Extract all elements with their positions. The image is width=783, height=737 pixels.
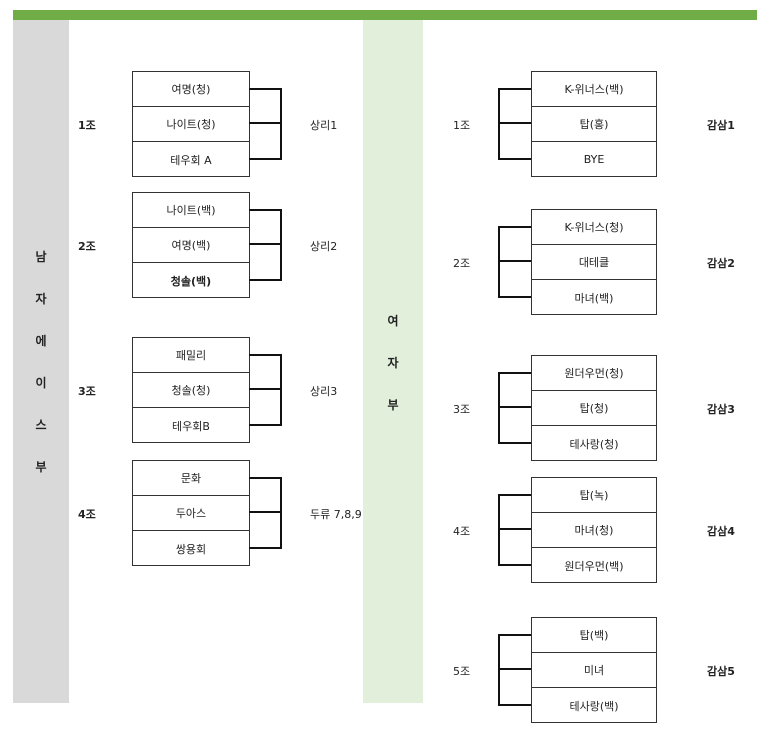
team-list: 탑(녹)마녀(청) 원더우먼(백) xyxy=(531,477,657,583)
group-label: 1조 xyxy=(78,119,96,132)
team-cell: 테우회B xyxy=(172,419,210,433)
team-cell: 원더우먼(백) xyxy=(564,559,624,573)
team-cell: K-위너스(백) xyxy=(532,72,656,107)
team-cell: 나이트(청) xyxy=(133,107,249,142)
team-cell: 쌍용회 xyxy=(175,542,207,556)
group-label: 2조 xyxy=(78,240,96,253)
division-label-char: 자 xyxy=(35,292,47,306)
team-cell: 탑(홍) xyxy=(532,107,656,142)
bracket-line xyxy=(249,209,282,281)
bracket-stub xyxy=(498,122,531,124)
bracket-stub xyxy=(498,668,531,670)
team-cell: 원더우먼(청) xyxy=(532,356,656,391)
women-group: 4조 탑(녹)마녀(청) 원더우먼(백) 감삼4 xyxy=(0,477,783,583)
team-cell: 테우회 A xyxy=(170,153,212,167)
result-label: 두류 7,8,9 xyxy=(310,508,362,521)
result-label: 상리3 xyxy=(310,385,338,398)
team-cell: 탑(청) xyxy=(532,391,656,426)
men-group: 2조 나이트(백)여명(백) 청솔(백) 상리2 xyxy=(0,192,400,298)
team-list: 나이트(백)여명(백) 청솔(백) xyxy=(132,192,250,298)
division-label-char: 부 xyxy=(387,398,399,412)
division-label-char: 부 xyxy=(35,460,47,474)
team-cell: 두아스 xyxy=(133,496,249,531)
bracket-line xyxy=(498,226,531,298)
team-list: 여명(청)나이트(청) 테우회 A xyxy=(132,71,250,177)
header-bar xyxy=(13,10,757,20)
bracket-stub xyxy=(498,260,531,262)
team-list: 원더우먼(청)탑(청) 테사랑(청) xyxy=(531,355,657,461)
team-cell: 미녀 xyxy=(532,653,656,688)
group-label: 4조 xyxy=(78,508,96,521)
group-label: 1조 xyxy=(453,119,471,132)
bracket-stub xyxy=(498,406,531,408)
bracket-line xyxy=(498,634,531,706)
team-cell: 나이트(백) xyxy=(133,193,249,228)
division-label-char: 이 xyxy=(35,376,47,390)
team-list: K-위너스(백)탑(홍) BYE xyxy=(531,71,657,177)
team-cell: 패밀리 xyxy=(133,338,249,373)
result-label: 감삼2 xyxy=(707,257,735,270)
team-cell: 마녀(청) xyxy=(532,513,656,548)
result-label: 상리1 xyxy=(310,119,338,132)
bracket-stub xyxy=(249,388,282,390)
bracket-stub xyxy=(249,122,282,124)
group-label: 4조 xyxy=(453,525,471,538)
division-label-char: 자 xyxy=(387,356,399,370)
team-cell: 테사랑(백) xyxy=(569,699,619,713)
men-group: 1조 여명(청)나이트(청) 테우회 A 상리1 xyxy=(0,71,400,177)
team-cell: 여명(백) xyxy=(133,228,249,263)
group-label: 2조 xyxy=(453,257,471,270)
team-cell: 테사랑(청) xyxy=(569,437,619,451)
result-label: 감삼5 xyxy=(707,665,735,678)
bracket-line xyxy=(249,354,282,426)
division-label-char: 남 xyxy=(35,250,47,264)
team-cell: 청솔(청) xyxy=(133,373,249,408)
bracket-stub xyxy=(249,511,282,513)
bracket-line xyxy=(498,88,531,160)
group-label: 3조 xyxy=(453,403,471,416)
bracket-line xyxy=(498,494,531,566)
team-cell: 문화 xyxy=(133,461,249,496)
result-label: 감삼3 xyxy=(707,403,735,416)
result-label: 감삼4 xyxy=(707,525,735,538)
division-label-char: 스 xyxy=(35,418,47,432)
group-label: 5조 xyxy=(453,665,471,678)
team-cell: 탑(백) xyxy=(532,618,656,653)
team-cell: 청솔(백) xyxy=(170,274,212,288)
result-label: 감삼1 xyxy=(707,119,735,132)
team-cell: 대테클 xyxy=(532,245,656,280)
bracket-line xyxy=(249,477,282,549)
team-cell: BYE xyxy=(583,153,605,166)
division-label-char: 에 xyxy=(35,334,47,348)
women-group: 1조 K-위너스(백)탑(홍) BYE 감삼1 xyxy=(0,71,783,177)
team-cell: 여명(청) xyxy=(133,72,249,107)
bracket-line xyxy=(498,372,531,444)
team-cell: K-위너스(청) xyxy=(532,210,656,245)
bracket-stub xyxy=(498,528,531,530)
team-cell: 탑(녹) xyxy=(532,478,656,513)
result-label: 상리2 xyxy=(310,240,338,253)
division-label-char: 여 xyxy=(387,314,399,328)
team-cell: 마녀(백) xyxy=(574,291,614,305)
women-group: 3조 원더우먼(청)탑(청) 테사랑(청) 감삼3 xyxy=(0,355,783,461)
bracket-line xyxy=(249,88,282,160)
group-label: 3조 xyxy=(78,385,96,398)
bracket-stub xyxy=(249,243,282,245)
